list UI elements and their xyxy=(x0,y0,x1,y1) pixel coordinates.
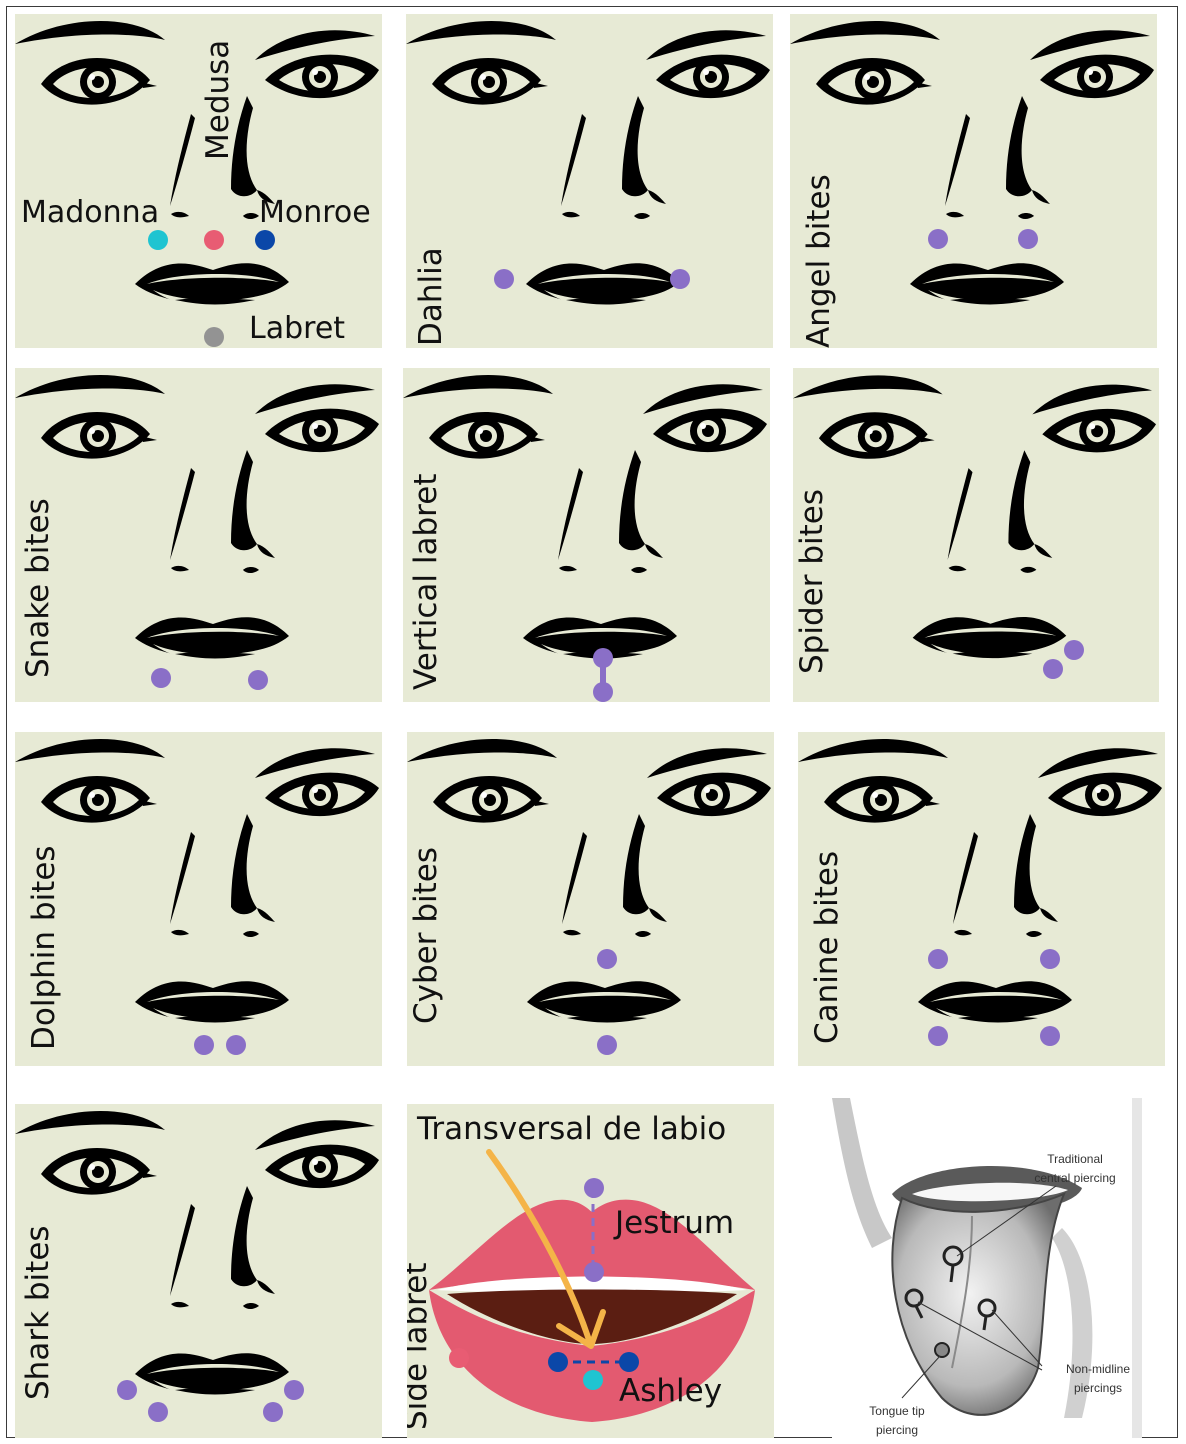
label-transversal-de-labio: Transversal de labio xyxy=(417,1114,726,1145)
panel-angel-bites: Angel bites xyxy=(790,14,1157,348)
label-non-midline-piercings: Non-midline piercings xyxy=(1050,1360,1146,1397)
shark-outer-left-dot xyxy=(117,1380,137,1400)
label-monroe: Monroe xyxy=(259,198,371,228)
snake-left-dot xyxy=(151,668,171,688)
label-snake-bites: Snake bites xyxy=(23,498,54,678)
label-dahlia: Dahlia xyxy=(416,247,447,346)
face-illustration-icon xyxy=(15,14,382,348)
spider-lower-dot xyxy=(1043,659,1063,679)
transversal-right-dot xyxy=(619,1352,639,1372)
label-jestrum: Jestrum xyxy=(615,1208,734,1239)
angel-right-dot xyxy=(1018,229,1038,249)
angel-left-dot xyxy=(928,229,948,249)
label-shark-bites: Shark bites xyxy=(23,1225,54,1400)
labret-dot xyxy=(204,327,224,347)
label-tongue-tip-piercing: Tongue tip piercing xyxy=(852,1402,942,1439)
panel-tongue-piercings: Traditional central piercing Non-midline… xyxy=(832,1098,1142,1438)
transversal-left-dot xyxy=(548,1352,568,1372)
panel-vertical-labret: Vertical labret xyxy=(403,368,770,702)
vertical-labret-top-dot xyxy=(593,648,613,668)
panel-shark-bites: Shark bites xyxy=(15,1104,382,1438)
label-cyber-bites: Cyber bites xyxy=(411,847,442,1024)
panel-lip-piercing-overview: Medusa Madonna Monroe Labret xyxy=(15,14,382,348)
shark-inner-right-dot xyxy=(263,1402,283,1422)
dolphin-right-dot xyxy=(226,1035,246,1055)
face-illustration-icon xyxy=(406,14,773,348)
panel-lip-detail: Transversal de labio Jestrum Side labret… xyxy=(407,1104,774,1438)
label-traditional-central-piercing: Traditional central piercing xyxy=(1020,1150,1130,1187)
cyber-top-dot xyxy=(597,949,617,969)
label-angel-bites: Angel bites xyxy=(804,174,835,348)
shark-outer-right-dot xyxy=(284,1380,304,1400)
panel-snake-bites: Snake bites xyxy=(15,368,382,702)
canine-bottom-right-dot xyxy=(1040,1026,1060,1046)
canine-top-right-dot xyxy=(1040,949,1060,969)
canine-bottom-left-dot xyxy=(928,1026,948,1046)
face-illustration-icon xyxy=(790,14,1157,348)
panel-dolphin-bites: Dolphin bites xyxy=(15,732,382,1066)
face-illustration-icon xyxy=(15,368,382,702)
cyber-bottom-dot xyxy=(597,1035,617,1055)
jestrum-top-dot xyxy=(584,1178,604,1198)
dahlia-right-dot xyxy=(670,269,690,289)
canine-top-left-dot xyxy=(928,949,948,969)
medusa-dot xyxy=(204,230,224,250)
label-side-labret: Side labret xyxy=(407,1263,432,1430)
shark-inner-left-dot xyxy=(148,1402,168,1422)
jestrum-bottom-dot xyxy=(584,1262,604,1282)
face-illustration-icon xyxy=(407,732,774,1066)
label-madonna: Madonna xyxy=(21,198,159,228)
label-spider-bites: Spider bites xyxy=(797,489,828,674)
panel-spider-bites: Spider bites xyxy=(793,368,1159,702)
face-illustration-icon xyxy=(15,732,382,1066)
panel-dahlia: Dahlia xyxy=(406,14,773,348)
panel-cyber-bites: Cyber bites xyxy=(407,732,774,1066)
ashley-dot xyxy=(583,1370,603,1390)
label-ashley: Ashley xyxy=(619,1376,722,1407)
panel-canine-bites: Canine bites xyxy=(798,732,1165,1066)
label-medusa: Medusa xyxy=(203,40,234,160)
dolphin-left-dot xyxy=(194,1035,214,1055)
madonna-dot xyxy=(148,230,168,250)
dahlia-left-dot xyxy=(494,269,514,289)
face-illustration-icon xyxy=(403,368,770,702)
face-illustration-icon xyxy=(793,368,1159,702)
label-vertical-labret: Vertical labret xyxy=(411,474,442,690)
spider-upper-dot xyxy=(1064,640,1084,660)
vertical-labret-bottom-dot xyxy=(593,682,613,702)
label-dolphin-bites: Dolphin bites xyxy=(29,845,60,1050)
label-labret: Labret xyxy=(249,314,345,344)
side-labret-dot xyxy=(449,1348,469,1368)
face-illustration-icon xyxy=(15,1104,382,1438)
monroe-dot xyxy=(255,230,275,250)
label-canine-bites: Canine bites xyxy=(812,851,843,1044)
snake-right-dot xyxy=(248,670,268,690)
face-illustration-icon xyxy=(798,732,1165,1066)
